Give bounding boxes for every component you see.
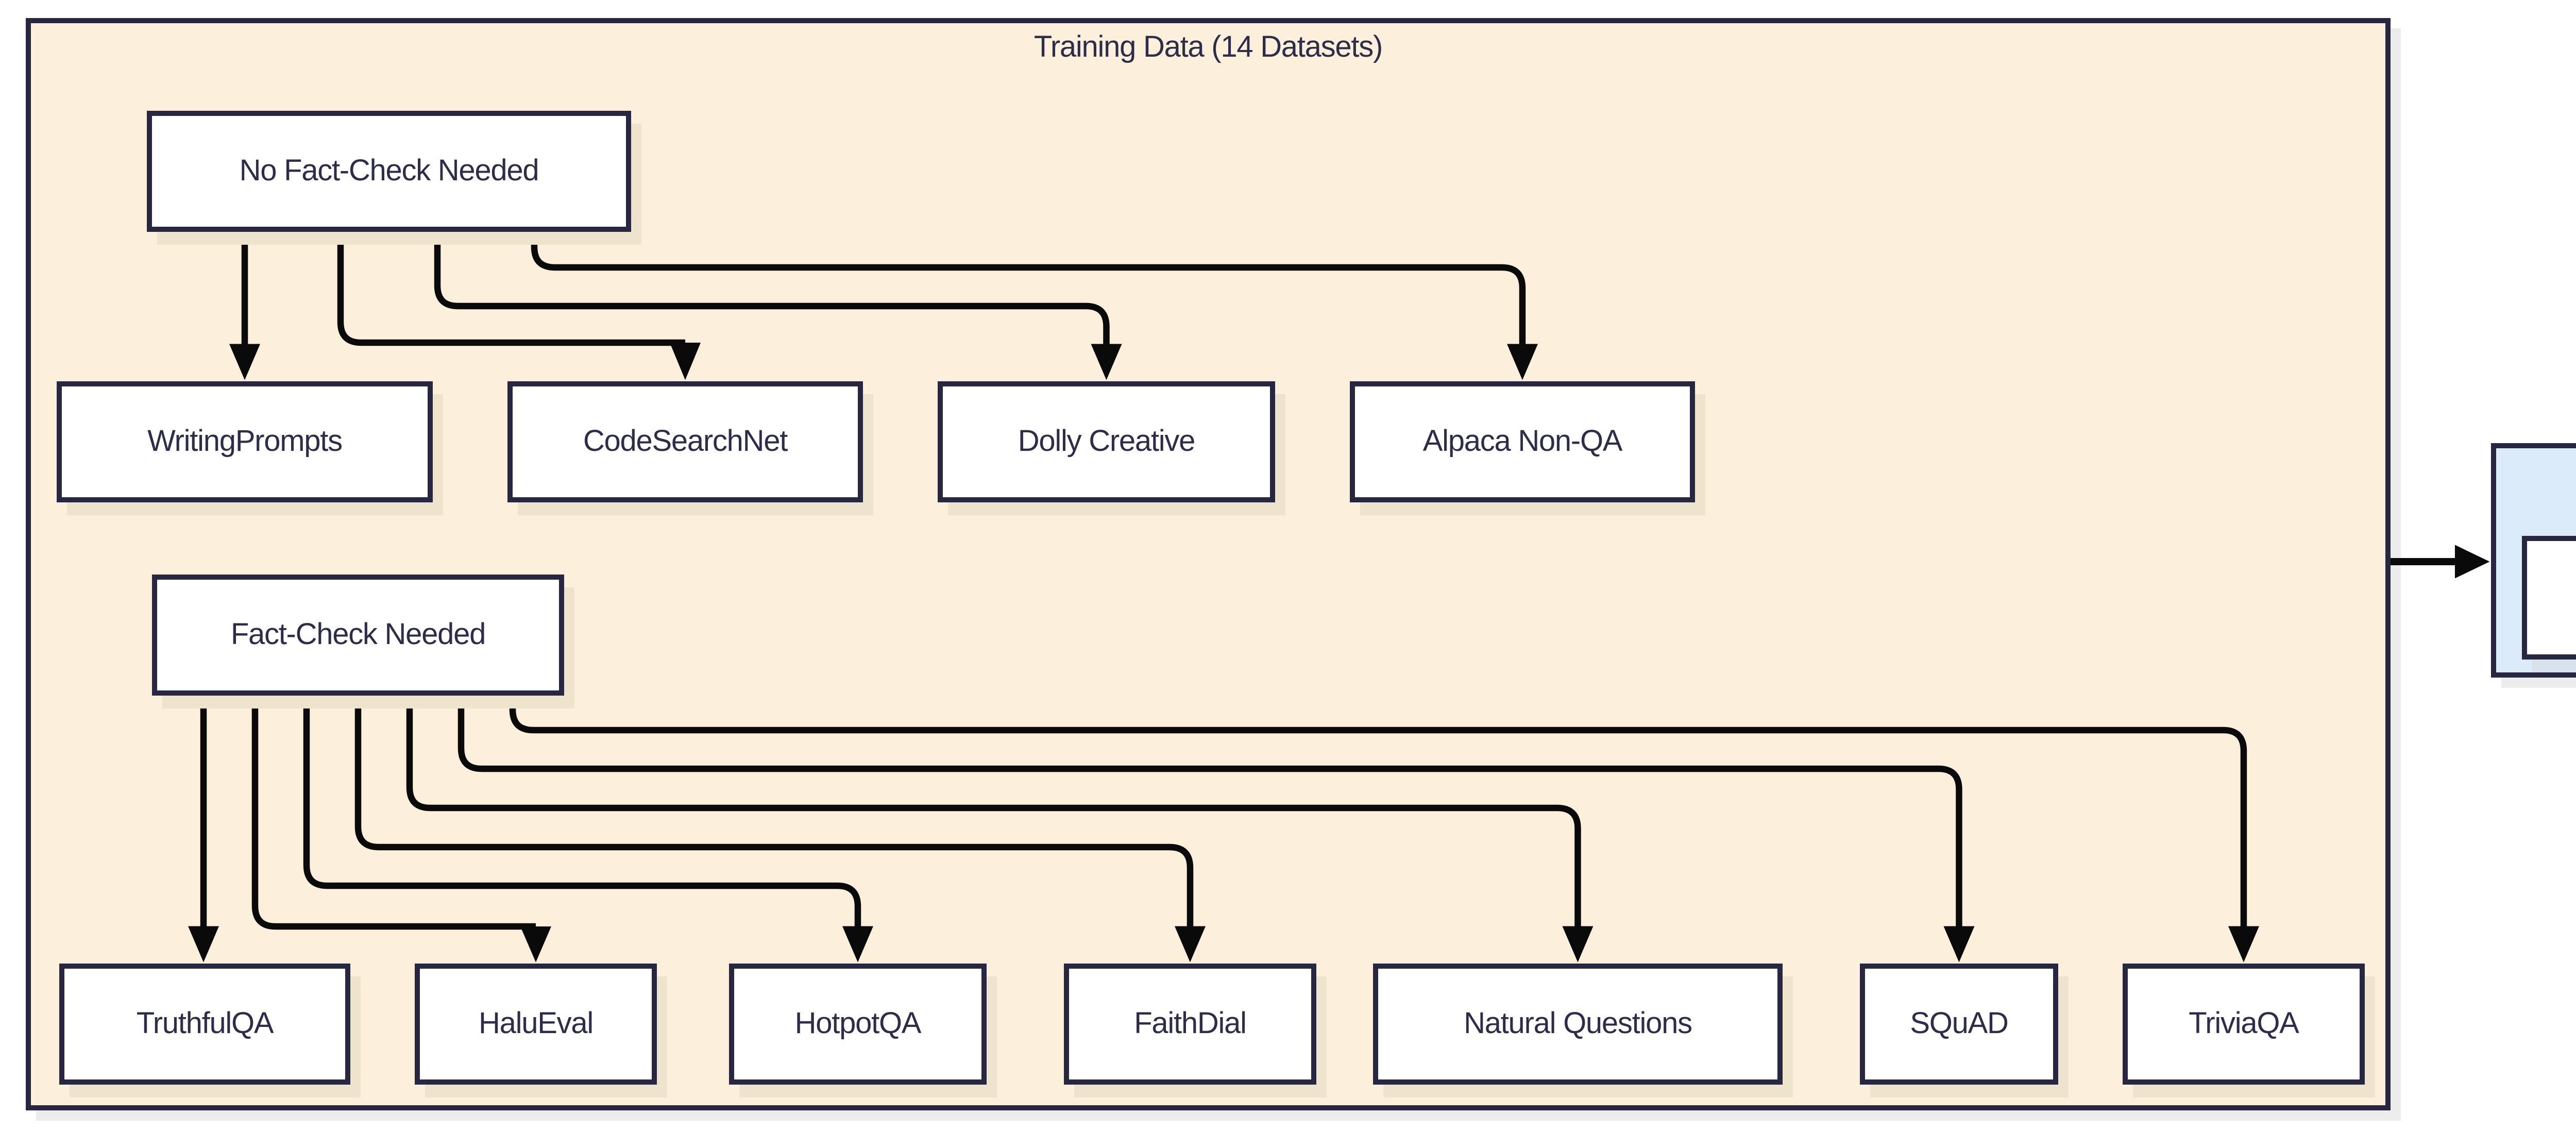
node-truthfulqa: TruthfulQA xyxy=(59,962,350,1085)
node-writingprompts: WritingPrompts xyxy=(57,380,433,502)
arrow-factcheck-to-faithdial xyxy=(354,695,1206,963)
node-natural-questions: Natural Questions xyxy=(1373,962,1783,1085)
node-label: TriviaQA xyxy=(2189,1006,2299,1040)
node-fact-check-needed: Fact-Check Needed xyxy=(152,573,564,696)
node-label: Natural Questions xyxy=(1464,1006,1692,1040)
node-halueval: HaluEval xyxy=(415,962,657,1085)
training-container-title: Training Data (14 Datasets) xyxy=(1033,31,1383,64)
node-squad: SQuAD xyxy=(1860,962,2058,1085)
arrow-factcheck-to-naturalquestions xyxy=(406,695,1594,963)
arrow-nofactcheck-to-alpacanonqa xyxy=(531,232,1538,380)
sentinel-container-title: HaluGate Sentinel xyxy=(2491,474,2576,508)
arrow-factcheck-to-squad xyxy=(457,695,1975,963)
node-label: CodeSearchNet xyxy=(583,424,788,458)
node-label: WritingPrompts xyxy=(147,424,343,458)
node-codesearchnet: CodeSearchNet xyxy=(507,380,863,502)
arrow-nofactcheck-to-writingprompts xyxy=(229,232,260,380)
arrow-factcheck-to-hotpotqa xyxy=(303,695,873,963)
node-label: HotpotQA xyxy=(794,1006,922,1040)
node-dolly-creative: Dolly Creative xyxy=(938,380,1275,502)
node-hotpotqa: HotpotQA xyxy=(729,962,987,1085)
node-label: TruthfulQA xyxy=(136,1006,274,1040)
node-faithdial: FaithDial xyxy=(1064,962,1316,1085)
arrow-nofactcheck-to-dollycreative xyxy=(434,232,1122,380)
node-label: Fact-Check Needed xyxy=(230,617,486,651)
arrow-factcheck-to-triviaqa xyxy=(509,695,2259,963)
node-label: No Fact-Check Needed xyxy=(239,154,539,188)
arrow-factcheck-to-halueval xyxy=(251,695,551,963)
arrow-nofactcheck-to-codesearchnet xyxy=(337,232,701,380)
node-label: Dolly Creative xyxy=(1018,424,1196,458)
node-no-fact-check-needed: No Fact-Check Needed xyxy=(147,109,631,232)
arrow-factcheck-to-truthfulqa xyxy=(188,695,219,963)
node-label: HaluEval xyxy=(478,1006,594,1040)
node-modernbert-base: ModernBERT Base xyxy=(2522,536,2576,660)
node-label: FaithDial xyxy=(1134,1006,1247,1040)
node-label: SQuAD xyxy=(1910,1006,2009,1040)
arrow-trainingdata-to-sentinel xyxy=(2390,545,2490,579)
node-label: Alpaca Non-QA xyxy=(1422,424,1623,458)
node-alpaca-non-qa: Alpaca Non-QA xyxy=(1350,380,1695,502)
node-triviaqa: TriviaQA xyxy=(2123,962,2365,1085)
